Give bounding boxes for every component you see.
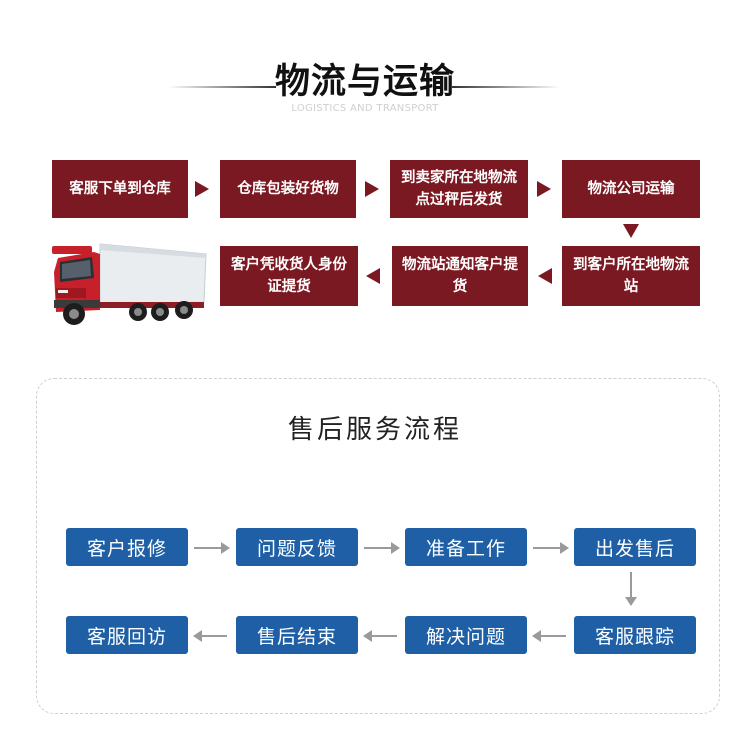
arrow-down-icon (623, 224, 639, 238)
logistics-step-transport: 物流公司运输 (562, 160, 700, 218)
after-sales-step-report: 客户报修 (66, 528, 188, 566)
after-sales-step-resolve: 解决问题 (405, 616, 527, 654)
logistics-subtitle: LOGISTICS AND TRANSPORT (291, 103, 439, 114)
after-sales-step-tracking: 客服跟踪 (574, 616, 696, 654)
arrow-left-icon (363, 630, 397, 642)
arrow-left-icon (532, 630, 566, 642)
header-rule-left (168, 86, 276, 88)
after-sales-panel (36, 378, 720, 714)
logistics-step-arrive: 到客户所在地物流站 (562, 246, 700, 306)
arrow-right-icon (195, 181, 209, 197)
red-truck-icon (52, 243, 207, 325)
arrow-down-icon (625, 572, 637, 606)
arrow-right-icon (364, 542, 400, 554)
after-sales-step-feedback: 问题反馈 (236, 528, 358, 566)
after-sales-title: 售后服务流程 (287, 415, 462, 445)
logistics-step-notify: 物流站通知客户提货 (392, 246, 528, 306)
logistics-step-ship: 到卖家所在地物流点过秤后发货 (390, 160, 528, 218)
arrow-left-icon (538, 268, 552, 284)
after-sales-step-finish: 售后结束 (236, 616, 358, 654)
arrow-left-icon (193, 630, 227, 642)
after-sales-step-dispatch: 出发售后 (574, 528, 696, 566)
logistics-step-order: 客服下单到仓库 (52, 160, 188, 218)
header-rule-right (452, 86, 560, 88)
arrow-right-icon (194, 542, 230, 554)
logistics-step-pickup: 客户凭收货人身份证提货 (220, 246, 358, 306)
arrow-right-icon (533, 542, 569, 554)
after-sales-step-prepare: 准备工作 (405, 528, 527, 566)
arrow-left-icon (366, 268, 380, 284)
logistics-title: 物流与运输 (274, 62, 455, 102)
after-sales-step-revisit: 客服回访 (66, 616, 188, 654)
arrow-right-icon (537, 181, 551, 197)
logistics-step-pack: 仓库包装好货物 (220, 160, 356, 218)
arrow-right-icon (365, 181, 379, 197)
